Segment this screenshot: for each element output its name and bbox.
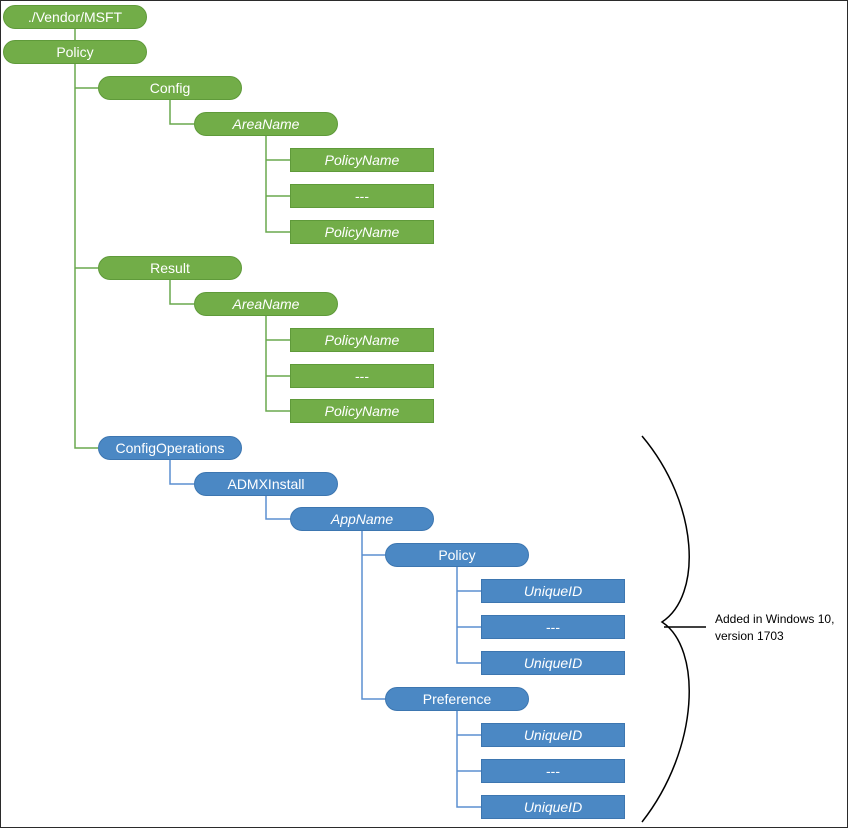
- node-configoperations: ConfigOperations: [98, 436, 242, 460]
- version-annotation: Added in Windows 10, version 1703: [715, 612, 835, 643]
- connector-admx-appname: [265, 496, 290, 520]
- node-config-ellipsis: ---: [290, 184, 434, 208]
- connector-result-areaname: [169, 280, 194, 305]
- node-preference-uniqueid-2: UniqueID: [481, 795, 625, 819]
- connector-policy-children: [74, 64, 98, 449]
- node-result: Result: [98, 256, 242, 280]
- connector-result-areaname-policynames: [265, 316, 290, 412]
- connector-areaname-policynames: [265, 136, 290, 233]
- connector-appname-children: [361, 531, 385, 700]
- node-policy-uniqueid-2: UniqueID: [481, 651, 625, 675]
- connector-policy-uniqueids: [456, 567, 481, 664]
- node-policy-ellipsis: ---: [481, 615, 625, 639]
- node-result-areaname: AreaName: [194, 292, 338, 316]
- node-result-policyname-1: PolicyName: [290, 328, 434, 352]
- node-appname: AppName: [290, 507, 434, 531]
- node-config-areaname: AreaName: [194, 112, 338, 136]
- node-admx-policy: Policy: [385, 543, 529, 567]
- node-config-policyname-1: PolicyName: [290, 148, 434, 172]
- bracket-brace: [641, 435, 690, 823]
- node-policy: Policy: [3, 40, 147, 64]
- node-preference-ellipsis: ---: [481, 759, 625, 783]
- node-config: Config: [98, 76, 242, 100]
- connector-preference-uniqueids: [456, 711, 481, 808]
- node-result-ellipsis: ---: [290, 364, 434, 388]
- node-admxinstall: ADMXInstall: [194, 472, 338, 496]
- node-preference-uniqueid-1: UniqueID: [481, 723, 625, 747]
- node-preference: Preference: [385, 687, 529, 711]
- node-policy-uniqueid-1: UniqueID: [481, 579, 625, 603]
- node-result-policyname-2: PolicyName: [290, 399, 434, 423]
- node-config-policyname-2: PolicyName: [290, 220, 434, 244]
- node-root: ./Vendor/MSFT: [3, 5, 147, 29]
- connector-config-areaname: [169, 100, 194, 125]
- connector-configops-admx: [169, 460, 194, 485]
